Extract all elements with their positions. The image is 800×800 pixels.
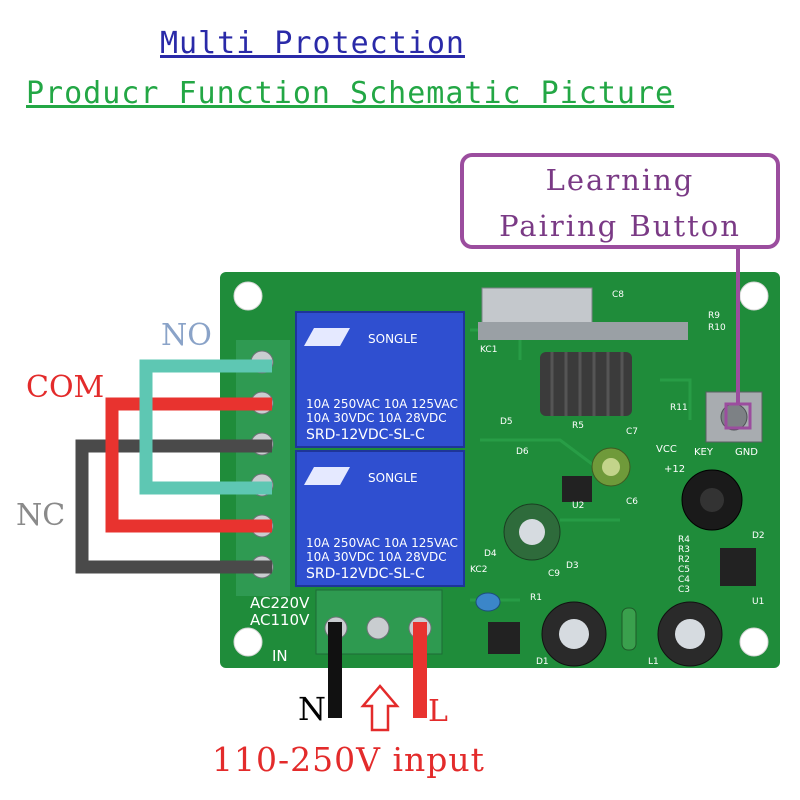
antenna-coil: [540, 352, 632, 416]
relay-spec-2: 10A 30VDC 10A 28VDC: [306, 411, 447, 425]
ref-label: L1: [648, 657, 659, 667]
ref-label: C7: [626, 427, 638, 437]
callout-line-1: Learning: [545, 163, 695, 197]
chip-u2: [562, 476, 592, 502]
mounting-hole: [233, 627, 263, 657]
ref-label: D1: [536, 657, 549, 667]
ref-label: D6: [516, 447, 529, 457]
learning-pairing-callout: Learning Pairing Button: [460, 153, 780, 249]
nc-wire: [75, 439, 272, 574]
nc-terminal-label: NC: [16, 498, 66, 533]
ref-label: C3: [678, 585, 690, 595]
ref-label: KC1: [480, 345, 497, 355]
ref-label: R11: [670, 403, 688, 413]
title-line-1: Multi Protection: [160, 26, 465, 61]
plus12-label: +12: [664, 464, 685, 475]
capacitors: [503, 447, 723, 667]
relay-2: SONGLE 10A 250VAC 10A 125VAC 10A 30VDC 1…: [295, 450, 465, 587]
mounting-hole: [739, 281, 769, 311]
mounting-hole: [739, 627, 769, 657]
ref-label: C5: [678, 565, 690, 575]
key-label: KEY: [694, 447, 714, 458]
ref-label: C4: [678, 575, 690, 585]
relay-1: SONGLE 10A 250VAC 10A 125VAC 10A 30VDC 1…: [295, 311, 465, 448]
ref-label: R5: [572, 421, 584, 431]
relay-spec-1: 10A 250VAC 10A 125VAC: [306, 536, 458, 550]
relay-model: SRD-12VDC-SL-C: [306, 566, 425, 582]
ref-label: R9: [708, 311, 720, 321]
ref-label: D3: [566, 561, 579, 571]
input-arrow-icon: [360, 684, 400, 732]
component-ref-labels: C8 R9 R10 D1 D2 R11 C7 R5 D5 D6 U2 C6 R4…: [470, 290, 765, 667]
ref-label: D2: [752, 531, 765, 541]
bridge-rectifier: [488, 622, 520, 654]
ref-label: R10: [708, 323, 726, 333]
input-voltage-label: 110-250V input: [212, 740, 485, 779]
no-wire: [139, 359, 272, 495]
callout-pointer-box: [724, 402, 752, 430]
relay-spec-1: 10A 250VAC 10A 125VAC: [306, 397, 458, 411]
in-label: IN: [272, 647, 288, 665]
rf-module-strip: [478, 322, 688, 340]
vcc-label: VCC: [656, 444, 677, 455]
ref-label: KC2: [470, 565, 487, 575]
com-terminal-label: COM: [26, 370, 105, 405]
ref-label: R1: [530, 593, 542, 603]
ref-label: D4: [484, 549, 497, 559]
varistor: [475, 592, 501, 612]
relay-brand: SONGLE: [368, 332, 418, 346]
ref-label: R3: [678, 545, 690, 555]
ac110-label: AC110V: [250, 611, 310, 629]
live-label: L: [428, 694, 448, 729]
relay-brand: SONGLE: [368, 471, 418, 485]
ref-label: C6: [626, 497, 638, 507]
output-terminal-block: [236, 340, 290, 596]
ref-label: C9: [548, 569, 560, 579]
live-wire: [413, 622, 427, 718]
callout-line-2: Pairing Button: [499, 209, 741, 243]
neutral-label: N: [298, 690, 326, 728]
ref-label: U1: [752, 597, 764, 607]
ref-label: D5: [500, 417, 513, 427]
gnd-label: GND: [735, 447, 758, 458]
title-line-2: Producr Function Schematic Picture: [26, 76, 675, 111]
ref-label: R2: [678, 555, 690, 565]
relay-spec-2: 10A 30VDC 10A 28VDC: [306, 550, 447, 564]
inductor-l1: [621, 607, 637, 651]
relay-model: SRD-12VDC-SL-C: [306, 427, 425, 443]
com-wire: [105, 397, 272, 533]
no-terminal-label: NO: [161, 318, 212, 353]
neutral-wire: [328, 622, 342, 718]
ref-label: U2: [572, 501, 584, 511]
ac220-label: AC220V: [250, 594, 310, 612]
chip-u1: [720, 548, 756, 586]
ref-label: C8: [612, 290, 624, 300]
mounting-hole: [233, 281, 263, 311]
ref-label: R4: [678, 535, 690, 545]
